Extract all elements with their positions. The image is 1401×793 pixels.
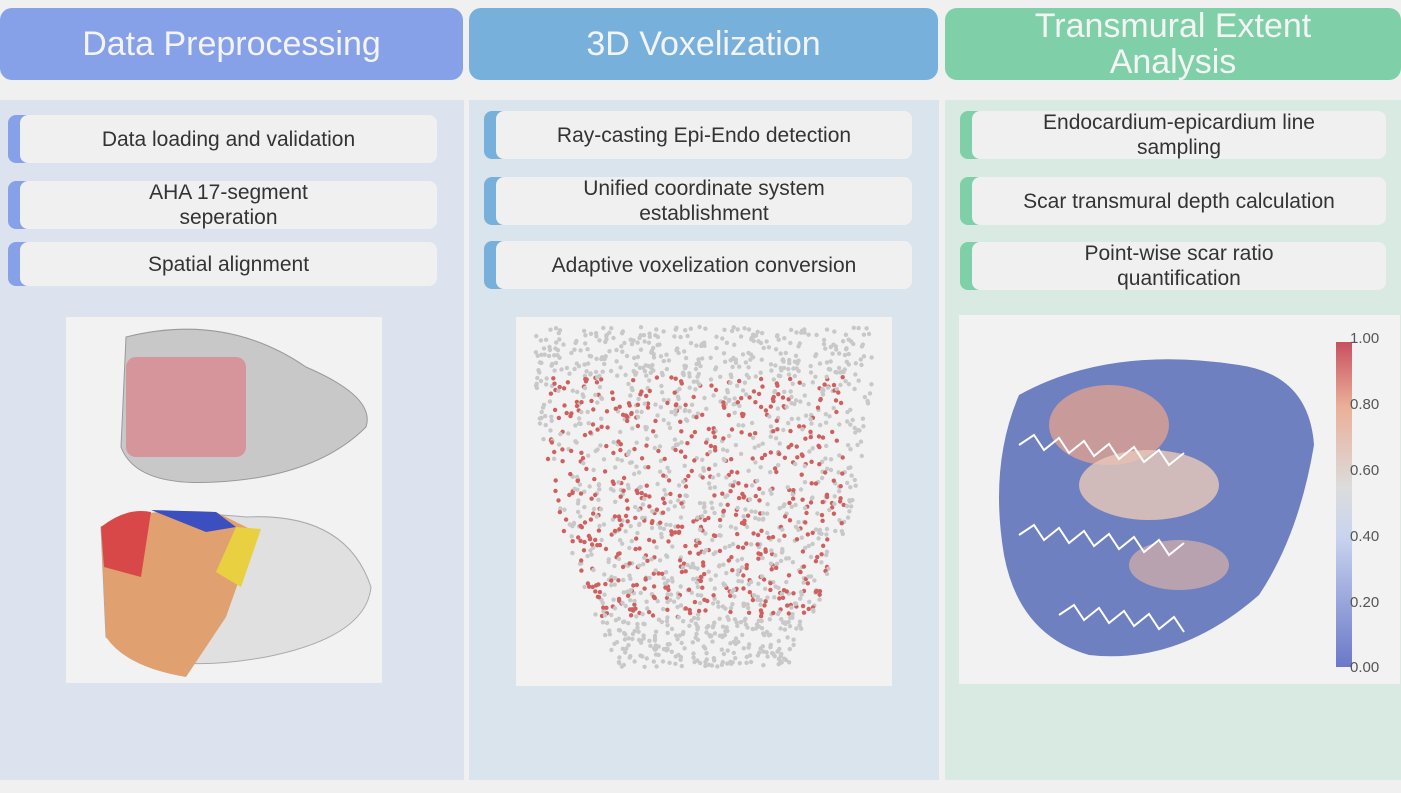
step-scar-ratio: Point-wise scar ratio quantification xyxy=(960,242,1386,290)
step-spatial-alignment: Spatial alignment xyxy=(8,242,437,286)
step-depth-calculation: Scar transmural depth calculation xyxy=(960,177,1386,225)
colorbar xyxy=(1336,342,1352,667)
step-coordinate-system: Unified coordinate system establishment xyxy=(484,177,912,225)
step-ray-casting: Ray-casting Epi-Endo detection xyxy=(484,111,912,159)
colorbar-tick: 0.40 xyxy=(1350,528,1380,545)
colorbar-tick: 0.80 xyxy=(1350,396,1380,413)
step-line-sampling: Endocardium-epicardium line sampling xyxy=(960,111,1386,159)
voxelized-point-cloud xyxy=(516,317,892,686)
step-voxelization-conversion: Adaptive voxelization conversion xyxy=(484,241,912,289)
step-aha-segmentation: AHA 17-segment seperation xyxy=(8,181,437,229)
header-transmural-extent: Transmural Extent Analysis xyxy=(945,8,1401,80)
colorbar-tick: 0.20 xyxy=(1350,594,1380,611)
colorbar-tick: 0.00 xyxy=(1350,659,1380,676)
step-data-loading: Data loading and validation xyxy=(8,115,437,163)
header-3d-voxelization: 3D Voxelization xyxy=(469,8,938,80)
colorbar-tick: 1.00 xyxy=(1350,330,1380,347)
header-data-preprocessing: Data Preprocessing xyxy=(0,8,463,80)
colorbar-tick: 0.60 xyxy=(1350,462,1380,479)
transmural-scar-map xyxy=(959,315,1400,684)
heart-segmentation-render xyxy=(66,317,382,683)
